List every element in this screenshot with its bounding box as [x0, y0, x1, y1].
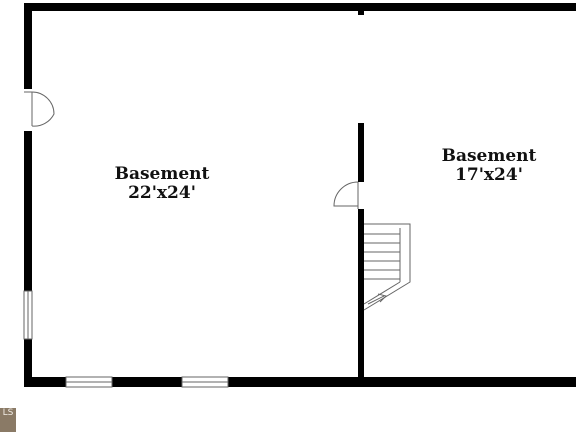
wall-divider-stub	[358, 3, 364, 15]
room-name: Basement	[114, 164, 210, 184]
room-dimensions: 22'x24'	[128, 183, 196, 203]
room-name: Basement	[441, 146, 537, 166]
wall-divider-upper	[358, 123, 364, 182]
wall-bottom-right	[228, 377, 576, 387]
left-door	[24, 91, 55, 127]
stair-landing-edge	[363, 281, 401, 305]
stair-arrowhead	[377, 293, 387, 303]
room-label-right: Basement 17'x24'	[424, 147, 554, 185]
wall-bottom-left	[24, 377, 66, 387]
walls	[24, 3, 576, 387]
wall-left-middle	[24, 131, 32, 291]
wall-divider-lower	[358, 209, 364, 387]
logo-icon: LS	[0, 408, 16, 432]
room-label-left: Basement 22'x24'	[97, 165, 227, 203]
logo-text: LS	[2, 408, 14, 418]
wall-bottom-middle	[112, 377, 182, 387]
room-dimensions: 17'x24'	[455, 165, 523, 185]
left-window	[23, 290, 33, 340]
stair-arrow	[367, 295, 385, 305]
divider-door-swing	[333, 181, 359, 207]
stairs	[363, 223, 411, 311]
bottom-window-1	[65, 376, 113, 388]
divider-door	[333, 181, 359, 209]
wall-left-lower	[24, 339, 32, 387]
stairs-outline	[363, 223, 411, 311]
left-door-swing	[31, 91, 55, 127]
wall-top	[24, 3, 576, 11]
bottom-window-2	[181, 376, 229, 388]
wall-left-upper	[24, 3, 32, 89]
